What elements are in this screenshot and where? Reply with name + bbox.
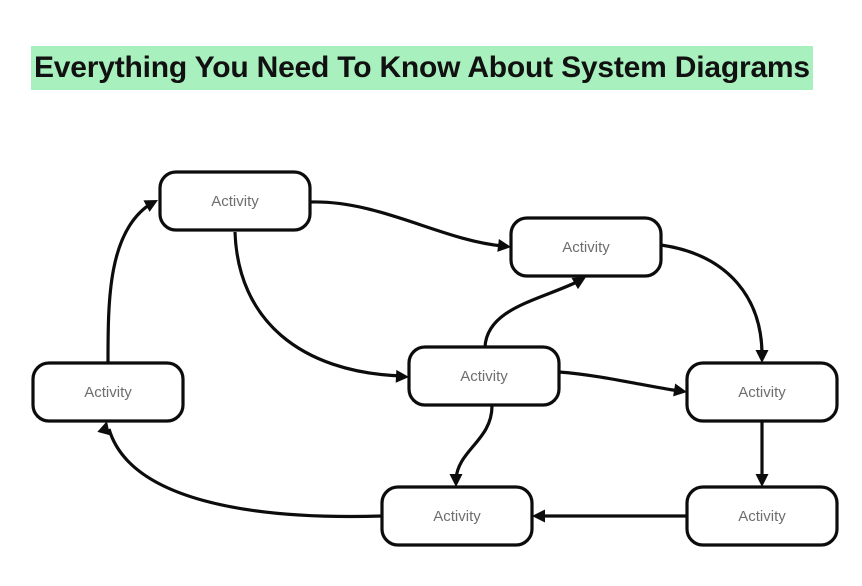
page-title: Everything You Need To Know About System… (31, 46, 813, 90)
activity-node-n7[interactable]: Activity (685, 485, 839, 547)
edge-line (454, 405, 494, 480)
nodes-layer: ActivityActivityActivityActivityActivity… (31, 170, 839, 547)
edge-line (660, 243, 764, 356)
node-shape[interactable] (31, 361, 185, 423)
edge-line (106, 201, 153, 364)
arrowhead-icon (755, 350, 769, 363)
arrowhead-icon (755, 474, 769, 487)
edge-n7-to-n6 (532, 509, 687, 523)
arrowhead-icon (673, 383, 687, 397)
edge-n1-to-n4 (233, 231, 409, 383)
node-shape[interactable] (685, 361, 839, 423)
edge-n3-to-n1 (106, 200, 158, 364)
arrowhead-icon (143, 200, 158, 212)
node-shape[interactable] (158, 170, 312, 232)
node-shape[interactable] (407, 345, 561, 407)
edge-line (233, 231, 402, 378)
node-shape[interactable] (685, 485, 839, 547)
arrowhead-icon (97, 421, 110, 436)
node-shape[interactable] (380, 485, 534, 547)
edges-layer (97, 200, 769, 523)
edge-n5-to-n7 (755, 421, 769, 487)
activity-node-n6[interactable]: Activity (380, 485, 534, 547)
edge-n2-to-n5 (660, 243, 769, 363)
edge-n4-to-n2 (483, 277, 586, 348)
edge-n1-to-n2 (309, 200, 511, 252)
edge-n4-to-n5 (558, 370, 687, 397)
edge-line (107, 428, 383, 519)
edge-line (309, 200, 504, 248)
arrowhead-icon (571, 277, 586, 290)
activity-node-n3[interactable]: Activity (31, 361, 185, 423)
activity-node-n4[interactable]: Activity (407, 345, 561, 407)
edge-n6-to-n3 (97, 421, 383, 519)
arrowhead-icon (449, 474, 463, 487)
arrowhead-icon (497, 238, 511, 252)
arrowhead-icon (395, 369, 409, 383)
edge-line (483, 279, 580, 348)
arrowhead-icon (532, 509, 545, 523)
title-container: Everything You Need To Know About System… (0, 46, 862, 90)
activity-node-n2[interactable]: Activity (509, 216, 663, 278)
node-shape[interactable] (509, 216, 663, 278)
edge-n4-to-n6 (449, 405, 494, 487)
activity-node-n5[interactable]: Activity (685, 361, 839, 423)
activity-node-n1[interactable]: Activity (158, 170, 312, 232)
edge-line (558, 370, 680, 393)
